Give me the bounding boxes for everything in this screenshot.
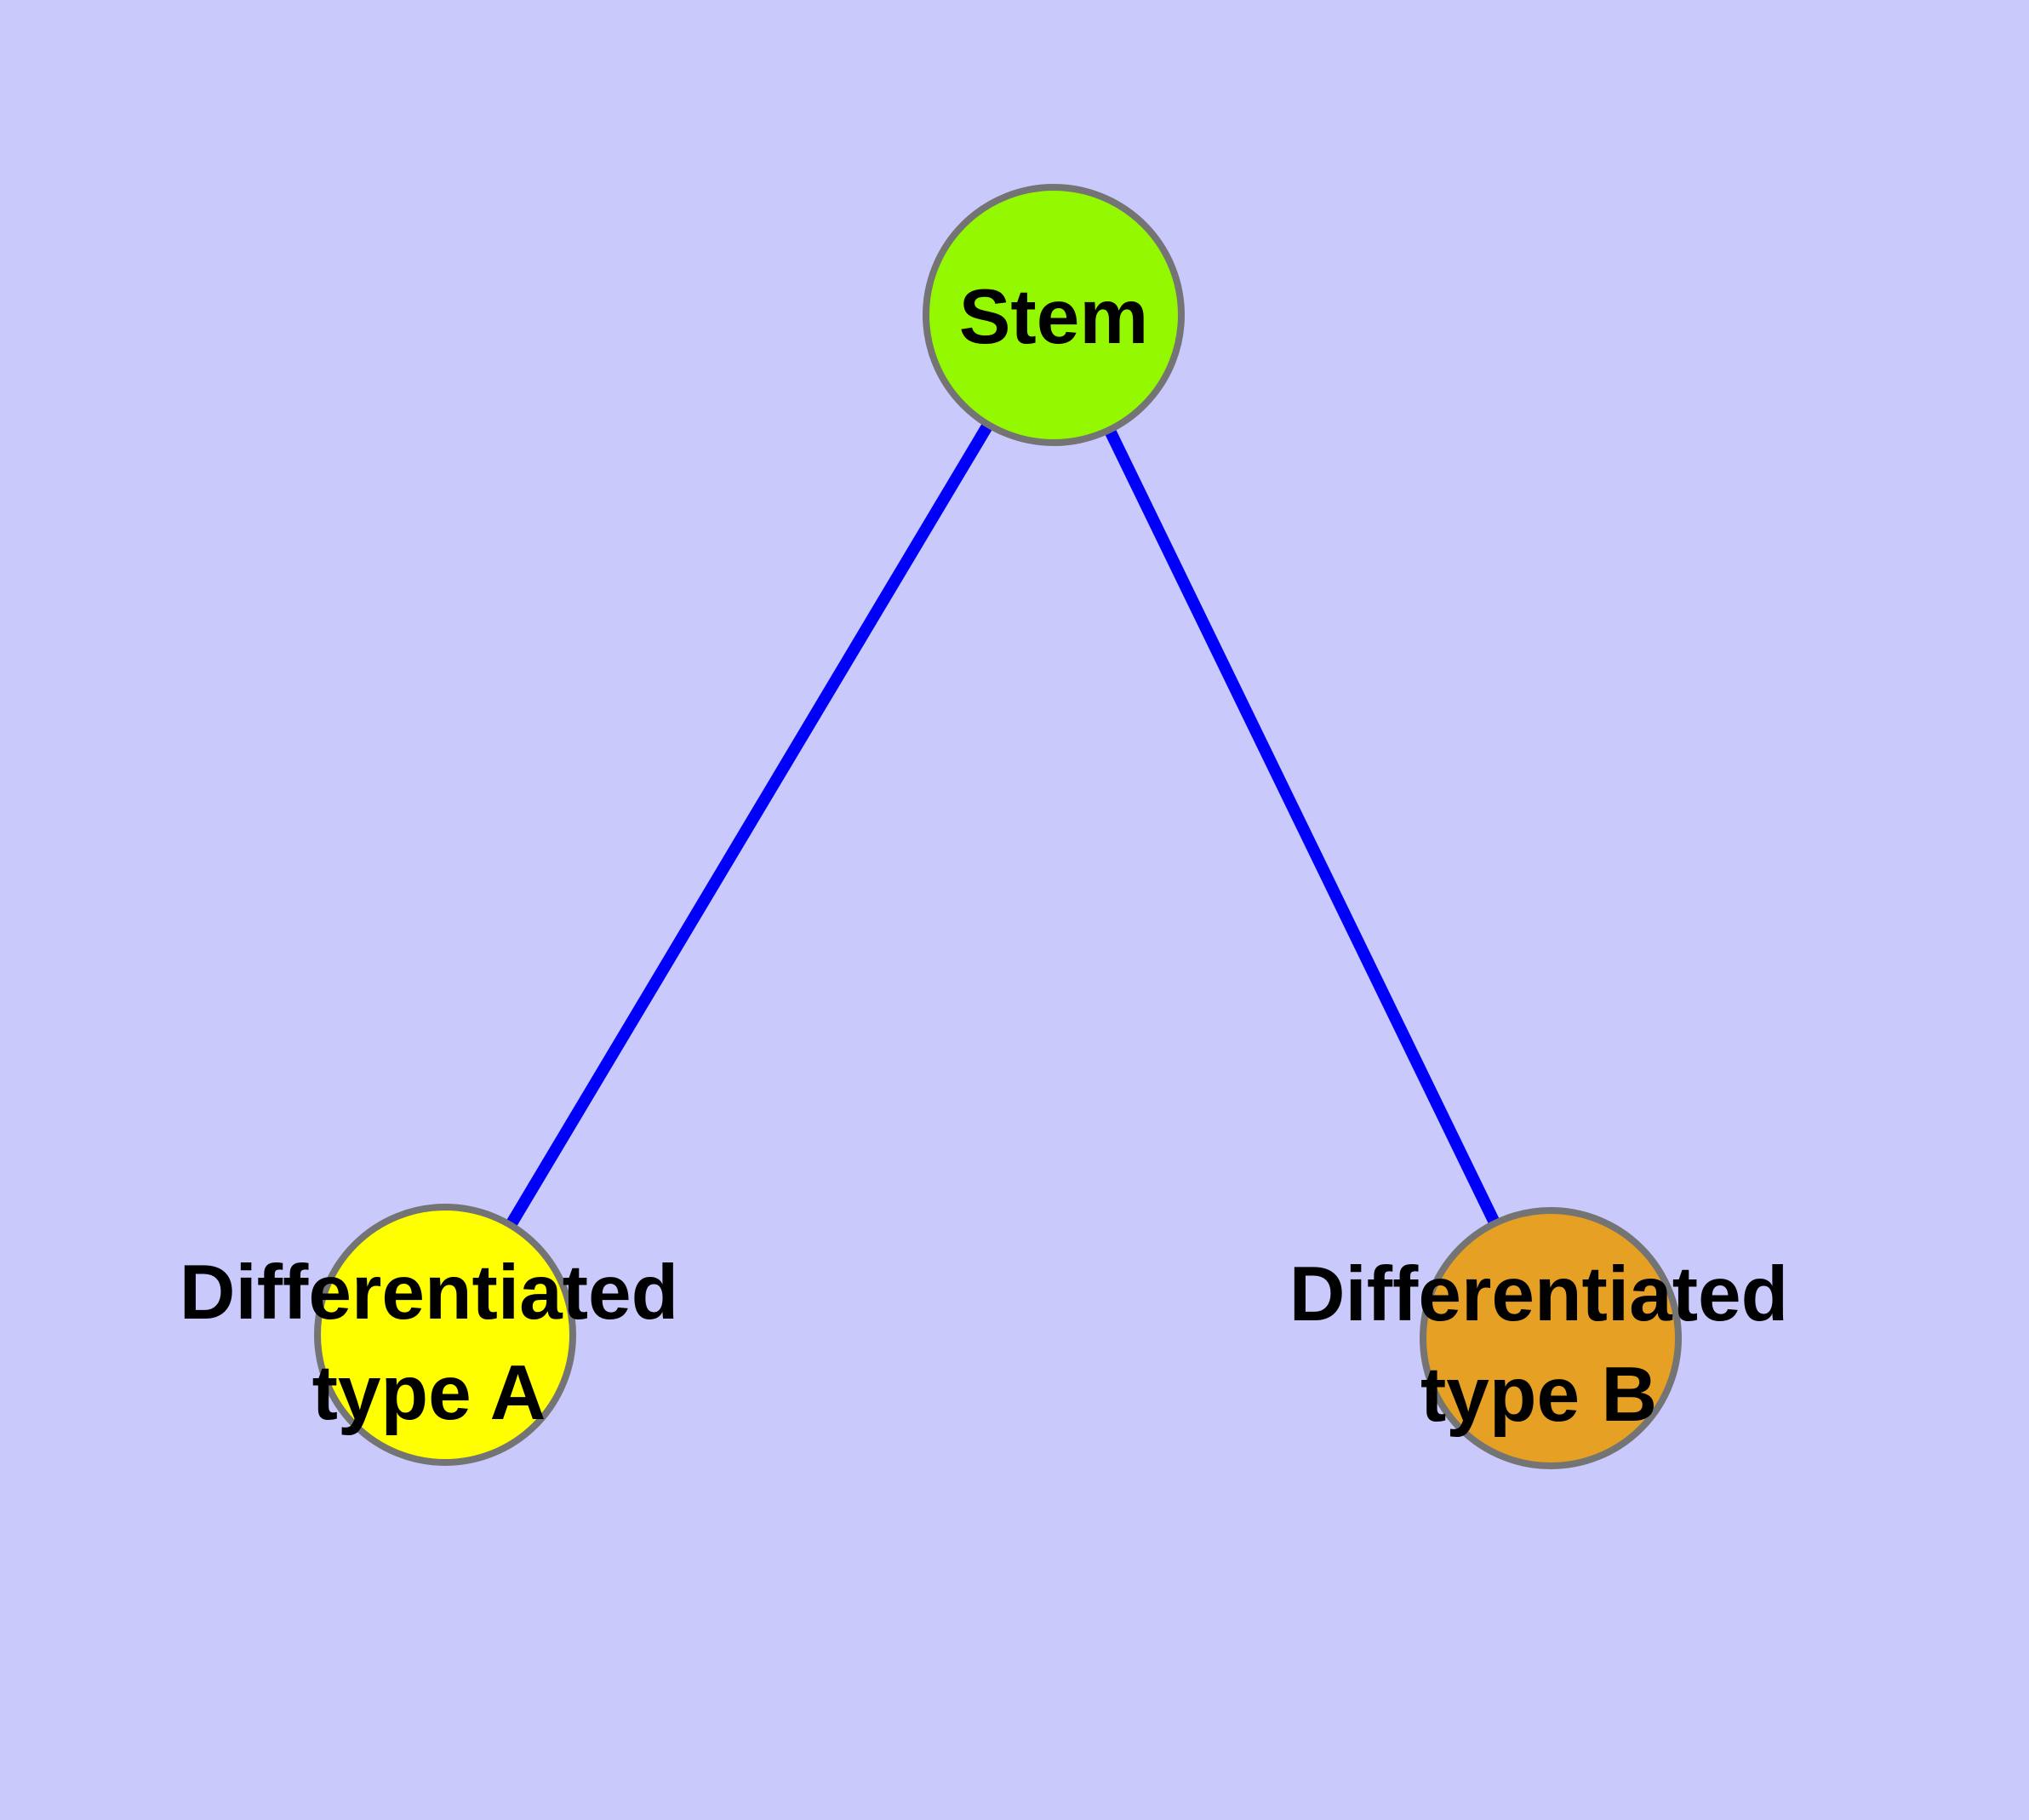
node-stem: Stem [923, 184, 1185, 446]
edge-layer [439, 312, 1557, 1342]
node-stem-label: Stem [959, 274, 1149, 360]
node-type-a-label-line1: Differentiated [180, 1250, 679, 1336]
node-stem-circle [923, 184, 1185, 446]
node-type-b-label-line2: type B [1420, 1352, 1657, 1438]
node-differentiated-type-b: Differentiated type B [1289, 1207, 1789, 1469]
edge-stem-to-type-b [1048, 312, 1557, 1342]
node-type-b-label-line1: Differentiated [1289, 1251, 1789, 1337]
node-type-a-label-line2: type A [312, 1350, 546, 1436]
node-differentiated-type-a: Differentiated type A [180, 1204, 679, 1466]
node-type-b-circle [1420, 1207, 1682, 1469]
node-type-a-circle [314, 1204, 576, 1466]
edge-stem-to-type-a [439, 312, 1060, 1338]
